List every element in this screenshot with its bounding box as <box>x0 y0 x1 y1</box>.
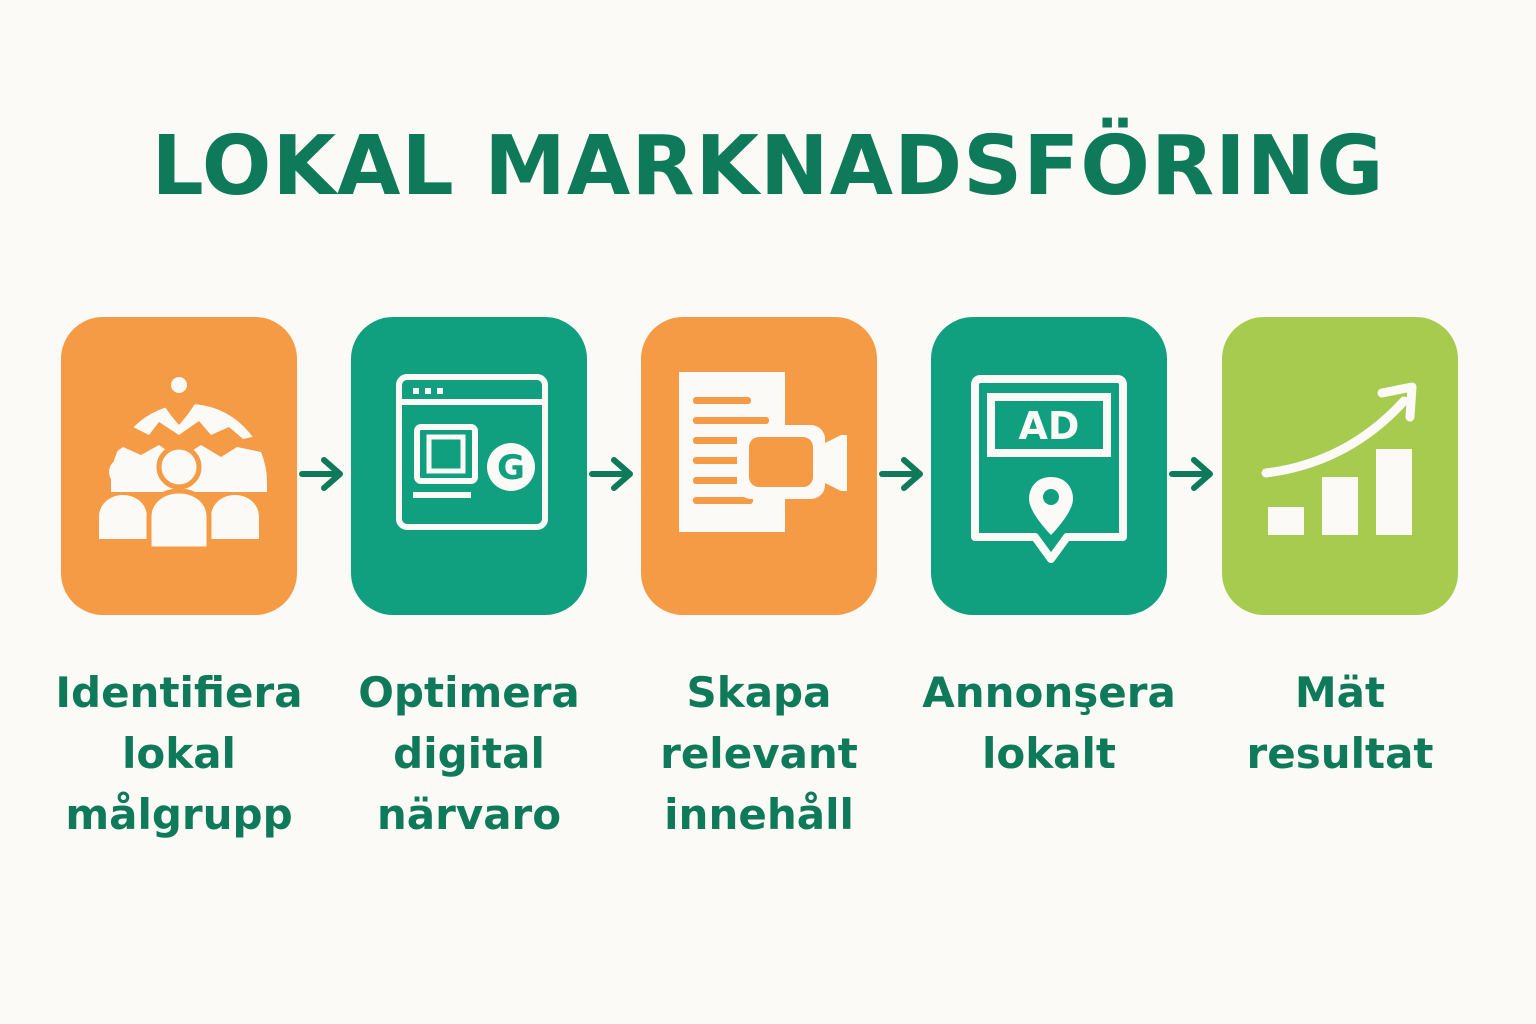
step-tile-create <box>641 317 877 615</box>
flow-arrow-icon <box>1169 457 1213 491</box>
local-audience-icon <box>99 365 267 552</box>
step-tile-measure <box>1222 317 1458 615</box>
step-label-create: Skapa relevant innehåll <box>660 668 858 839</box>
step-tile-optimize: G <box>351 317 587 615</box>
search-letter: G <box>497 448 525 488</box>
local-ad-icon: AD <box>971 375 1127 563</box>
content-video-icon <box>679 372 847 532</box>
step-label-identify: Identifiera lokal målgrupp <box>55 668 303 839</box>
browser-search-icon: G <box>396 374 548 530</box>
step-tile-advertise: AD <box>931 317 1167 615</box>
page-title: LOKAL MARKNADSFÖRING <box>151 119 1385 214</box>
flow-arrow-icon <box>589 457 633 491</box>
step-label-optimize: Optimera digital närvaro <box>358 668 580 839</box>
step-label-measure: Mät resultat <box>1246 668 1434 778</box>
flow-arrow-icon <box>299 457 343 491</box>
step-label-advertise: Annonşera lokalt <box>922 668 1176 778</box>
step-tile-identify <box>61 317 297 615</box>
flow-arrow-icon <box>879 457 923 491</box>
ad-badge: AD <box>1019 404 1080 448</box>
growth-chart-icon <box>1261 382 1417 535</box>
